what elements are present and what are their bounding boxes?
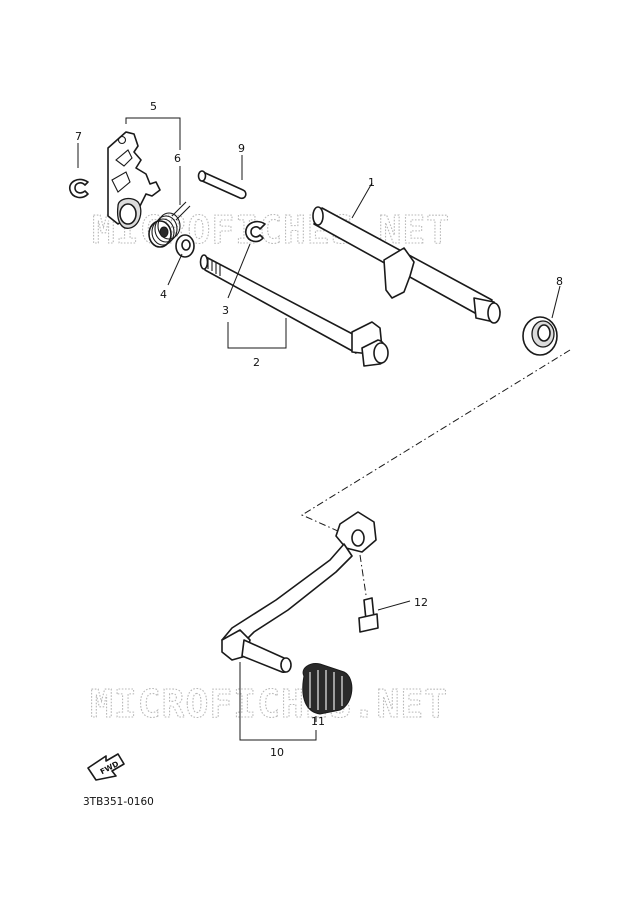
callout-4: 4	[160, 288, 167, 301]
callout-5: 5	[150, 100, 157, 113]
part-4-washer[interactable]	[175, 234, 195, 258]
watermark-bottom: MICROFICHES.NET	[90, 682, 448, 726]
callouts: 7 5 6 9 1 8 4 3 2 12 11 10	[75, 100, 563, 759]
forward-arrow-icon: FWD	[87, 753, 125, 781]
callout-3: 3	[222, 304, 229, 317]
part-3-circlip[interactable]	[245, 220, 266, 243]
part-9-pin[interactable]	[197, 170, 247, 200]
part-11-pedal-rubber[interactable]	[302, 663, 353, 715]
part-1-shift-shaft[interactable]	[312, 206, 501, 324]
assembly-line-bolt	[359, 554, 367, 596]
callout-2: 2	[253, 356, 260, 369]
part-10-shift-pedal[interactable]	[221, 511, 377, 673]
assembly-line-oil-seal-to-pedal	[300, 349, 571, 541]
part-2-shift-shaft[interactable]	[199, 254, 389, 367]
callout-11: 11	[311, 715, 325, 728]
callout-6: 6	[174, 152, 181, 165]
callout-12: 12	[414, 596, 428, 609]
part-6-torsion-spring[interactable]	[148, 201, 191, 248]
part-7-circlip[interactable]	[68, 178, 89, 199]
callout-8: 8	[556, 275, 563, 288]
callout-9: 9	[238, 142, 245, 155]
callout-10: 10	[270, 746, 284, 759]
part-12-bolt[interactable]	[358, 597, 379, 633]
part-8-oil-seal[interactable]	[522, 316, 558, 356]
diagram-code: 3TB351-0160	[83, 796, 154, 808]
callout-7: 7	[75, 130, 82, 143]
callout-1: 1	[368, 176, 375, 189]
watermark-top: MICROFICHES.NET	[92, 208, 450, 252]
part-5-segment-assembly[interactable]	[107, 131, 161, 229]
